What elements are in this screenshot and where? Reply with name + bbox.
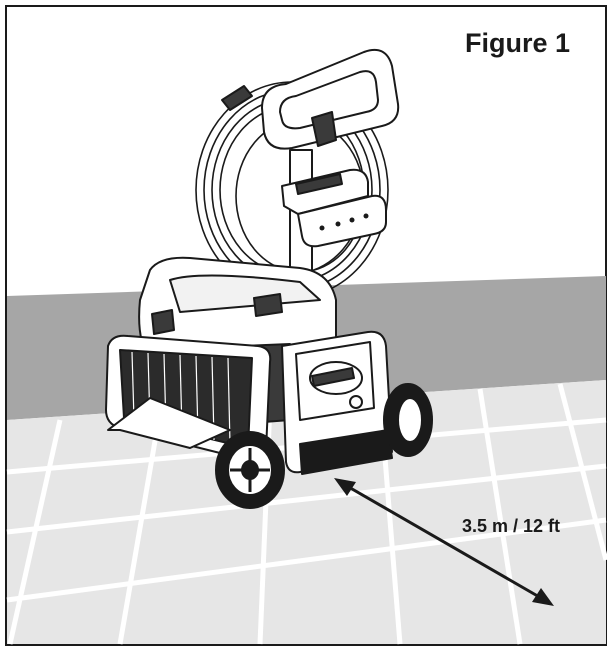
distance-arrow xyxy=(334,478,554,606)
arrowhead-end xyxy=(532,588,554,606)
caddy-wheel-right xyxy=(383,383,433,457)
control-panel xyxy=(297,194,387,248)
pool-robot-caddy xyxy=(105,48,433,509)
arrowhead-start xyxy=(334,478,356,496)
distance-label: 3.5 m / 12 ft xyxy=(462,516,560,536)
figure-title: Figure 1 xyxy=(465,28,570,58)
caddy-wheel-left xyxy=(215,431,285,509)
